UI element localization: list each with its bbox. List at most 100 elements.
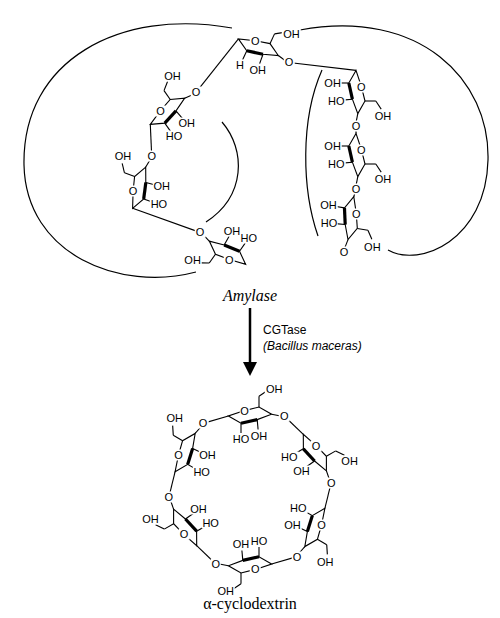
atom-label: HO bbox=[289, 502, 308, 513]
atom-label: OH bbox=[374, 111, 393, 122]
glucose-ring bbox=[228, 407, 271, 423]
glycosidic-bond bbox=[289, 62, 356, 70]
atom-label: HO bbox=[240, 232, 259, 243]
bond bbox=[173, 435, 182, 440]
bond bbox=[357, 228, 368, 230]
atom-label: OH bbox=[141, 514, 160, 525]
atom-label: OH bbox=[232, 539, 251, 550]
atom-label: O bbox=[351, 208, 362, 219]
atom-label: HO bbox=[327, 96, 346, 107]
ring-front-edge bbox=[144, 182, 146, 198]
atom-label: HO bbox=[165, 131, 184, 142]
atom-label: HO bbox=[150, 199, 169, 210]
atom-label: OH bbox=[165, 413, 184, 424]
atom-label: O bbox=[351, 121, 362, 132]
caption-text: (Bacillus maceras) bbox=[262, 340, 363, 352]
bond bbox=[243, 51, 247, 60]
bond bbox=[365, 100, 376, 101]
atom-label: O bbox=[339, 246, 350, 257]
atom-label: OH bbox=[198, 450, 217, 461]
atom-label: HO bbox=[250, 535, 269, 546]
atom-label: OH bbox=[374, 174, 393, 185]
atom-label: O bbox=[128, 186, 139, 197]
bond bbox=[258, 396, 259, 407]
ring-front-edge bbox=[343, 208, 347, 225]
atom-label: O bbox=[224, 254, 235, 265]
atom-label: O bbox=[146, 150, 157, 161]
atom-label: O bbox=[211, 559, 222, 570]
atom-label: OH bbox=[177, 118, 196, 129]
atom-label: O bbox=[326, 477, 337, 488]
bond bbox=[164, 524, 173, 529]
atom-label: H bbox=[235, 60, 245, 71]
helix-loop bbox=[306, 70, 322, 236]
ring-front-edge bbox=[243, 557, 259, 561]
bond bbox=[122, 163, 124, 172]
atom-label: O bbox=[198, 418, 209, 429]
atom-label: O bbox=[316, 520, 327, 531]
glucose-units bbox=[122, 32, 381, 589]
atom-label: OH bbox=[183, 255, 202, 266]
atom-label: OH bbox=[114, 150, 133, 161]
ring-front-edge bbox=[188, 449, 193, 465]
atom-label: HO bbox=[201, 518, 220, 529]
reaction-arrow bbox=[243, 308, 257, 376]
helix-loop bbox=[24, 24, 232, 278]
ring-front-edge bbox=[224, 245, 239, 251]
atom-label: HO bbox=[280, 451, 299, 462]
bond bbox=[270, 34, 275, 44]
atom-label: O bbox=[195, 227, 206, 238]
atom-label: OH bbox=[283, 519, 302, 530]
caption-text: Amylase bbox=[220, 287, 280, 305]
bond bbox=[240, 573, 241, 584]
bond bbox=[124, 173, 134, 177]
bond bbox=[260, 54, 263, 63]
atom-label: OH bbox=[316, 556, 335, 567]
atom-label: OH bbox=[265, 384, 284, 395]
bond bbox=[368, 230, 372, 239]
glucose-ring bbox=[209, 241, 245, 264]
atom-label: O bbox=[356, 81, 367, 92]
atom-label: OH bbox=[189, 504, 208, 515]
atom-label: O bbox=[179, 529, 190, 540]
bond bbox=[376, 164, 381, 172]
atom-label: O bbox=[173, 449, 184, 460]
bond bbox=[172, 426, 174, 436]
bond bbox=[376, 101, 381, 109]
atom-label: OH bbox=[250, 430, 269, 441]
ring-front-edge bbox=[241, 420, 257, 424]
atom-label: OH bbox=[319, 200, 338, 211]
atom-label: O bbox=[191, 87, 202, 98]
bond bbox=[317, 539, 326, 544]
atom-label: OH bbox=[323, 141, 342, 152]
glycosidic-bond bbox=[133, 208, 200, 232]
atom-label: OH bbox=[363, 241, 382, 252]
bond bbox=[326, 451, 335, 456]
atom-label: O bbox=[164, 492, 175, 503]
helix-loop bbox=[206, 122, 238, 222]
arrow-shaft bbox=[249, 308, 252, 364]
bond bbox=[209, 254, 215, 263]
caption-text: CGTase bbox=[262, 324, 307, 336]
atom-label: OH bbox=[163, 70, 182, 81]
atom-label: OH bbox=[340, 455, 359, 466]
atom-label: O bbox=[311, 440, 322, 451]
atom-label: O bbox=[250, 564, 261, 575]
bond bbox=[257, 420, 259, 430]
atom-label: HO bbox=[327, 159, 346, 170]
atom-label: HO bbox=[192, 467, 211, 478]
bond bbox=[241, 551, 243, 561]
atom-label: O bbox=[356, 144, 367, 155]
atom-label: OH bbox=[292, 465, 311, 476]
atom-label: O bbox=[284, 57, 295, 68]
atom-label: OH bbox=[249, 64, 268, 75]
bond bbox=[224, 236, 229, 245]
glycosidic-bond bbox=[196, 39, 238, 93]
ring-front-edge bbox=[307, 516, 312, 532]
atom-label: OH bbox=[152, 181, 171, 192]
caption-text: α-cyclodextrin bbox=[200, 595, 300, 613]
atom-label: OH bbox=[323, 78, 342, 89]
atom-label: HO bbox=[232, 434, 251, 445]
